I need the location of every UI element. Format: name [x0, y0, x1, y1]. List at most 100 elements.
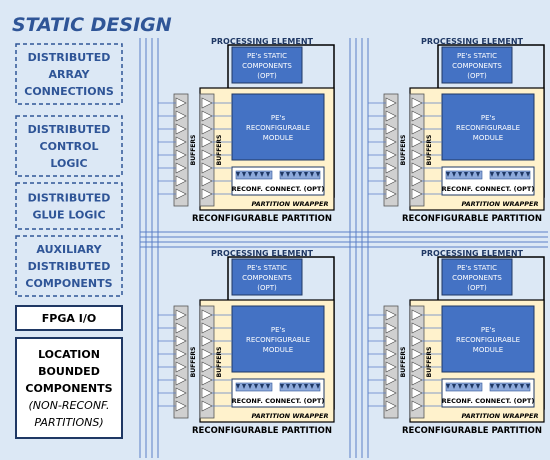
- connect-arrow: [520, 384, 524, 389]
- connect-arrow: [236, 384, 240, 389]
- buffers-label: BUFFERS: [426, 347, 433, 378]
- connect-arrow: [310, 384, 314, 389]
- legend-box: [15, 115, 123, 177]
- connect-arrow: [316, 172, 320, 177]
- reconf-connect-label: RECONF. CONNECT. (OPT): [442, 185, 535, 193]
- connect-arrow: [248, 172, 252, 177]
- static-components-label: PE's STATIC: [247, 52, 287, 60]
- legend-label: PARTITIONS): [34, 416, 103, 429]
- buffer-triangle: [411, 162, 423, 174]
- connect-arrow: [464, 384, 468, 389]
- buffers-label: BUFFERS: [190, 347, 197, 378]
- reconfigurable-module-label: PE's: [481, 326, 496, 334]
- connect-arrow: [470, 384, 474, 389]
- buffer-triangle: [411, 110, 423, 122]
- reconfigurable-module-box: [231, 305, 325, 373]
- reconf-connect-label: RECONF. CONNECT. (OPT): [232, 397, 325, 405]
- legend-label: FPGA I/O: [42, 312, 96, 325]
- buffer-triangle: [411, 374, 423, 386]
- legend-label: DISTRIBUTED: [28, 123, 111, 136]
- legend-label: CONTROL: [40, 140, 99, 153]
- connect-arrow: [260, 384, 264, 389]
- buffer-triangle: [411, 188, 423, 200]
- static-components-label: COMPONENTS: [452, 62, 502, 70]
- reconfigurable-module-label: RECONFIGURABLE: [246, 336, 310, 344]
- connect-arrow: [514, 172, 518, 177]
- partition-wrapper-label: PARTITION WRAPPER: [461, 200, 538, 208]
- reconfigurable-module-label: MODULE: [263, 134, 293, 142]
- legend-box: [15, 235, 123, 297]
- connect-arrow: [292, 172, 296, 177]
- buffer-triangle: [201, 400, 213, 412]
- buffers-label: BUFFERS: [400, 135, 407, 166]
- connect-arrow: [496, 384, 500, 389]
- static-components-label: PE's STATIC: [457, 52, 497, 60]
- connect-arrow: [280, 172, 284, 177]
- legend-label: GLUE LOGIC: [32, 209, 105, 222]
- reconfigurable-module-label: PE's: [271, 114, 286, 122]
- reconfigurable-partition-label: RECONFIGURABLE PARTITION: [192, 214, 332, 224]
- buffer-triangle: [201, 188, 213, 200]
- static-components-box: [441, 46, 513, 84]
- legend-label: AUXILIARY: [36, 243, 102, 256]
- reconfigurable-module-label: PE's: [481, 114, 496, 122]
- connect-arrow: [280, 384, 284, 389]
- buffer-triangle: [411, 97, 423, 109]
- buffer-triangle: [201, 335, 213, 347]
- connect-arrow: [526, 172, 530, 177]
- static-components-label: (OPT): [257, 72, 277, 80]
- buffers-label: BUFFERS: [400, 347, 407, 378]
- buffer-triangle: [201, 322, 213, 334]
- legend-box: [15, 337, 123, 439]
- buffers-label: BUFFERS: [426, 135, 433, 166]
- reconfigurable-module-label: RECONFIGURABLE: [246, 124, 310, 132]
- processing-element-label: PROCESSING ELEMENT: [421, 249, 523, 258]
- connect-arrow: [310, 172, 314, 177]
- legend: DISTRIBUTEDARRAYCONNECTIONSDISTRIBUTEDCO…: [15, 43, 123, 439]
- connect-arrow: [266, 172, 270, 177]
- connect-bar: [445, 382, 483, 392]
- reconfigurable-module-box: [231, 93, 325, 161]
- legend-label: DISTRIBUTED: [28, 260, 111, 273]
- buffer-triangle: [411, 335, 423, 347]
- legend-box: [15, 182, 123, 230]
- legend-label: BOUNDED: [38, 365, 100, 378]
- connect-arrow: [476, 172, 480, 177]
- legend-label: DISTRIBUTED: [28, 192, 111, 205]
- connect-arrow: [496, 172, 500, 177]
- reconf-connect-label: RECONF. CONNECT. (OPT): [442, 397, 535, 405]
- legend-label: COMPONENTS: [25, 277, 112, 290]
- connect-arrow: [502, 172, 506, 177]
- legend-label: COMPONENTS: [25, 382, 112, 395]
- partition-wrapper-label: PARTITION WRAPPER: [251, 200, 328, 208]
- array-bus-wires: [139, 38, 548, 458]
- legend-label: ARRAY: [49, 68, 91, 81]
- legend-label: LOGIC: [50, 157, 87, 170]
- buffer-triangle: [411, 149, 423, 161]
- buffer-triangle: [201, 123, 213, 135]
- connect-bar: [235, 170, 273, 180]
- connect-arrow: [304, 172, 308, 177]
- connect-arrow: [490, 384, 494, 389]
- static-components-label: PE's STATIC: [457, 264, 497, 272]
- buffers-label: BUFFERS: [190, 135, 197, 166]
- processing-element-label: PROCESSING ELEMENT: [211, 249, 313, 258]
- reconf-connect-label: RECONF. CONNECT. (OPT): [232, 185, 325, 193]
- reconfigurable-module-box: [441, 93, 535, 161]
- buffer-triangle: [201, 309, 213, 321]
- processing-element-grid: PROCESSING ELEMENT PE's STATIC COMPONENTS (…: [158, 37, 545, 436]
- static-components-label: COMPONENTS: [452, 274, 502, 282]
- connect-arrow: [242, 384, 246, 389]
- connect-arrow: [476, 384, 480, 389]
- reconfigurable-partition-label: RECONFIGURABLE PARTITION: [402, 426, 542, 436]
- connect-arrow: [260, 172, 264, 177]
- buffer-triangle: [411, 387, 423, 399]
- static-components-label: (OPT): [467, 72, 487, 80]
- connect-arrow: [502, 384, 506, 389]
- reconfigurable-module-label: RECONFIGURABLE: [456, 124, 520, 132]
- connect-arrow: [286, 384, 290, 389]
